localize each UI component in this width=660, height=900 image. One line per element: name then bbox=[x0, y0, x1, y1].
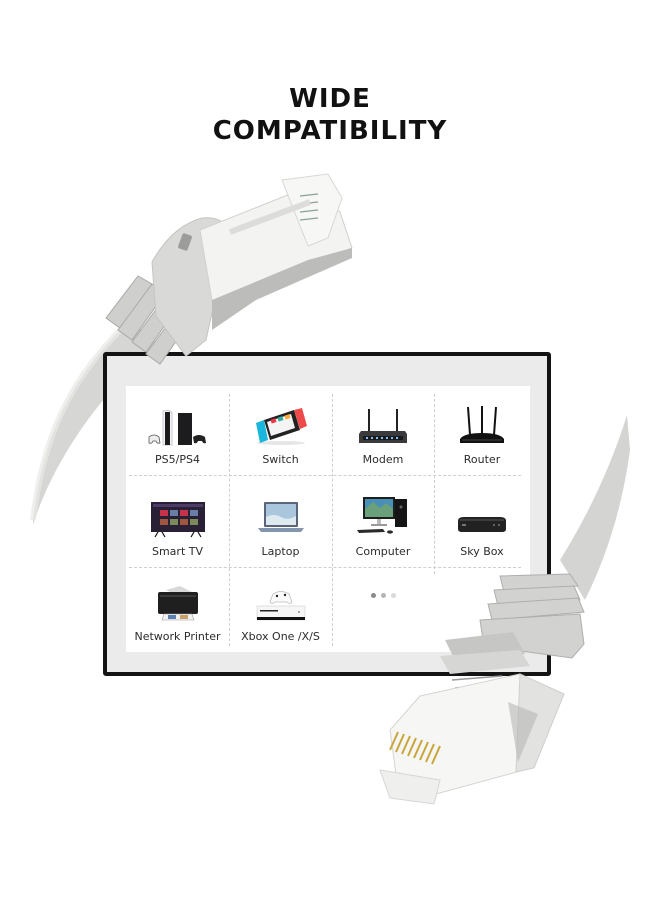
device-cell-modem: Modem bbox=[332, 386, 434, 475]
game-console-icon bbox=[148, 409, 206, 446]
handheld-console-icon bbox=[255, 408, 307, 445]
laptop-icon bbox=[257, 502, 304, 532]
grid-divider bbox=[129, 475, 521, 476]
device-cell-xbox: Xbox One /X/S bbox=[229, 567, 332, 652]
device-cell-router: Router bbox=[434, 386, 530, 475]
more-devices-indicator bbox=[332, 567, 434, 652]
device-cell-smart-tv: Smart TV bbox=[126, 475, 229, 567]
heading-line-2: COMPATIBILITY bbox=[212, 116, 448, 146]
device-label: Computer bbox=[355, 545, 411, 558]
pagination-dots bbox=[370, 593, 396, 598]
heading-line-1: WIDE bbox=[289, 84, 371, 114]
device-cell-switch: Switch bbox=[229, 386, 332, 475]
device-label: Xbox One /X/S bbox=[241, 630, 320, 643]
printer-icon bbox=[157, 586, 198, 621]
dot-icon bbox=[370, 593, 376, 598]
dot-icon bbox=[390, 593, 396, 598]
device-label: PS5/PS4 bbox=[155, 453, 200, 466]
grid-divider bbox=[332, 394, 333, 646]
grid-divider bbox=[229, 394, 230, 646]
dot-icon bbox=[380, 593, 386, 598]
device-cell-ps5-ps4: PS5/PS4 bbox=[126, 386, 229, 475]
device-cell-laptop: Laptop bbox=[229, 475, 332, 567]
smart-tv-icon bbox=[150, 502, 205, 538]
grid-divider bbox=[129, 567, 521, 568]
router-icon bbox=[460, 406, 504, 443]
modem-icon bbox=[359, 409, 407, 443]
device-cell-sky-box: Sky Box bbox=[434, 475, 530, 567]
device-cell-network-printer: Network Printer bbox=[126, 567, 229, 652]
set-top-box-icon bbox=[458, 517, 506, 532]
device-label: Network Printer bbox=[134, 630, 221, 643]
device-label: Sky Box bbox=[460, 545, 504, 558]
compatibility-grid: PS5/PS4 Switch Modem bbox=[126, 386, 530, 652]
desktop-computer-icon bbox=[357, 497, 407, 534]
device-label: Modem bbox=[362, 453, 404, 466]
xbox-console-icon bbox=[256, 591, 305, 621]
device-label: Router bbox=[463, 453, 501, 466]
device-cell-computer: Computer bbox=[332, 475, 434, 567]
device-label: Laptop bbox=[261, 545, 300, 558]
device-label: Smart TV bbox=[151, 545, 203, 558]
device-label: Switch bbox=[262, 453, 299, 466]
grid-divider bbox=[434, 394, 435, 574]
